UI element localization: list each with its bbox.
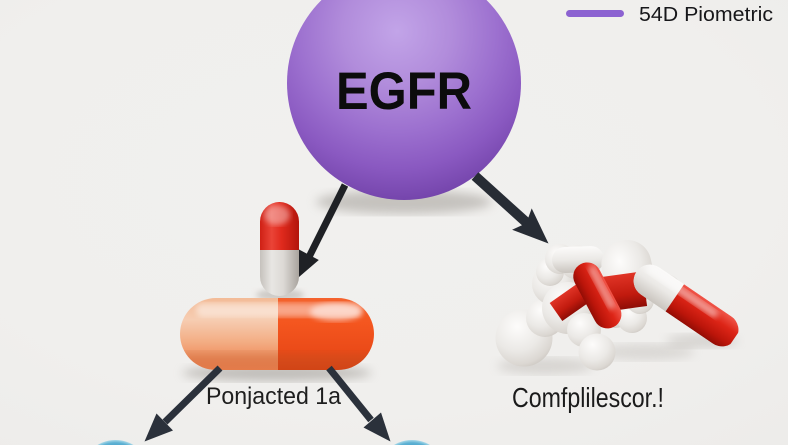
svg-text:54D Piometric: 54D Piometric xyxy=(639,4,773,26)
svg-text:Comfplilescor.!: Comfplilescor.! xyxy=(512,382,664,413)
svg-text:Ponjacted 1a: Ponjacted 1a xyxy=(206,383,342,410)
svg-text:EGFR: EGFR xyxy=(336,62,472,121)
